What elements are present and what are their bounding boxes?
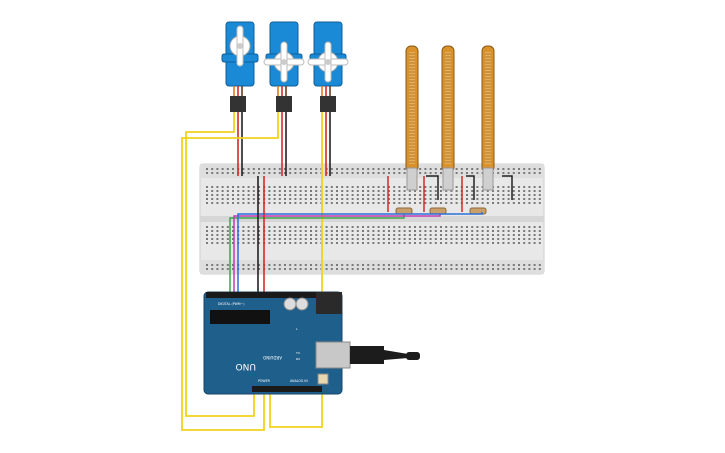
breadboard[interactable] — [199, 163, 545, 275]
servo-3[interactable] — [307, 21, 349, 112]
rx-label: RX — [296, 357, 300, 361]
breadboard-holes — [206, 168, 541, 270]
board-model: UNO — [236, 361, 256, 371]
flex-wiring — [387, 175, 513, 212]
flex-sensor-1[interactable] — [405, 45, 419, 191]
digital-header — [206, 292, 318, 298]
usb-port — [315, 341, 351, 369]
flex-sensor-2[interactable] — [441, 45, 455, 191]
resistor-1[interactable] — [395, 207, 413, 215]
capacitor — [283, 297, 297, 311]
l-label: L — [296, 327, 298, 331]
servo-2[interactable] — [263, 21, 305, 112]
reset-button[interactable] — [317, 373, 329, 385]
analog-label: ANALOG IN — [290, 379, 308, 383]
power-label: POWER — [258, 379, 271, 383]
digital-label: DIGITAL (PWM~) — [218, 302, 244, 306]
analog-wires — [229, 212, 483, 292]
resistor-2[interactable] — [429, 207, 447, 215]
flex-sensor-stripes — [409, 53, 491, 163]
servo-1[interactable] — [221, 21, 259, 112]
board-brand: ARDUINO — [263, 355, 282, 360]
yellow-signal-wires — [181, 112, 323, 431]
resistor-3[interactable] — [469, 207, 487, 215]
analog-power-header — [252, 386, 322, 392]
tx-label: TX — [295, 351, 300, 355]
power-wires — [257, 176, 265, 292]
arduino-uno-board[interactable]: UNO ARDUINO DIGITAL (PWM~) POWER ANALOG … — [203, 291, 351, 395]
microcontroller-chip — [210, 310, 270, 324]
flex-sensor-3[interactable] — [481, 45, 495, 191]
power-jack — [316, 292, 342, 314]
usb-cable — [350, 346, 420, 364]
servo-wires — [237, 112, 331, 176]
